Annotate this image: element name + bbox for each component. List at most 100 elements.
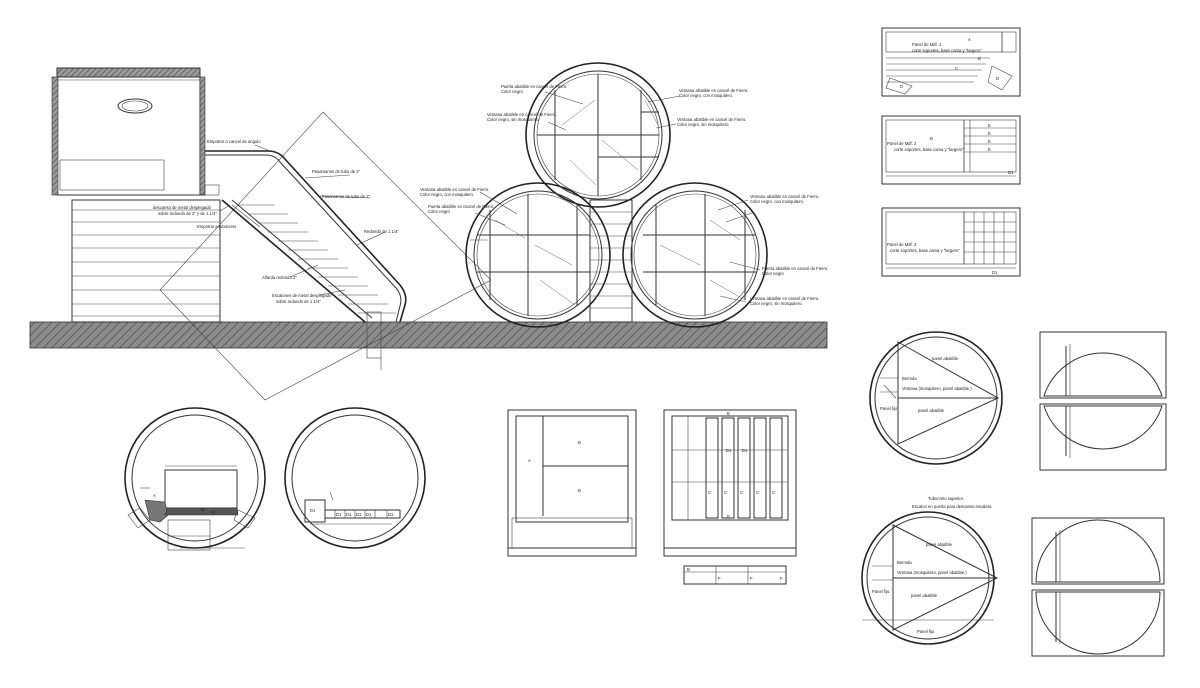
cutout-detail-top [1039, 331, 1167, 471]
label-ventana: Ventana (mosquitero, panel abatible.) [897, 570, 967, 575]
label-panel-fijo: Panel fijo. [880, 406, 898, 411]
label-left-win-1: Ventana abatible en cancel de Fierro. [420, 187, 489, 192]
label-pasamanos-1: Pasamanos de tubo de 2" [312, 169, 361, 174]
tag-d1: D1 [356, 512, 362, 517]
label-right-door-2: Color negro [762, 271, 785, 276]
furniture-elevation-b: B D1 D1 C C C C C B [663, 409, 797, 557]
section-circle-left: A B D [124, 407, 266, 551]
label-top-win-r-2: Color negro, con mosquitero. [679, 93, 733, 98]
circle-detail-bottom: Tubocreto superior. Escalon en puerta pa… [861, 496, 999, 645]
panel-3-title: Panel de Mdf. 3 [887, 242, 917, 247]
panel-2-subtitle: corte soportes, base cama y "largero" [894, 147, 964, 152]
label-right-win-1: Ventana abatible en cancel de Fierro. [750, 194, 819, 199]
tag-d: D [900, 84, 903, 89]
tag-a: A [153, 493, 156, 498]
tag-c: C [708, 490, 711, 495]
upper-tube-body [56, 76, 201, 196]
tag-b: B [578, 440, 581, 445]
tag-d1: D1 [742, 448, 748, 453]
tag-e: E [988, 147, 991, 152]
tag-c: C [724, 490, 727, 495]
label-top-win-l-1: Ventana abatible en cancel de Fierro. [487, 112, 556, 117]
tag-d1: D1 [726, 448, 732, 453]
tag-f: F [780, 576, 783, 581]
label-left-win-2: Color negro, con mosquitero. [420, 192, 474, 197]
panel-1-subtitle: corte soportes, base cama y "largero" [912, 48, 982, 53]
label-ventana: Ventana (mosquitero, panel abatible.) [902, 386, 972, 391]
tag-f: F [750, 576, 753, 581]
tag-d1: D1 [388, 512, 394, 517]
label-panel-fijo-2: Panel fijo. [917, 629, 935, 634]
tag-b: B [727, 411, 730, 416]
tag-c: C [756, 490, 759, 495]
tag-b: B [578, 488, 581, 493]
label-alfarda: Alfarda redondo 2" [262, 275, 297, 280]
tube-cluster [465, 62, 768, 328]
panel-3-subtitle: corte soportes, base cama y "largero" [890, 248, 960, 253]
label-left-door-1: Puerta abatible en cancel de Fierro. [428, 204, 494, 209]
label-top-win-r2-2: Color negro, sin mosquitero. [677, 122, 730, 127]
label-panel-abatible-bottom: panel abatible [918, 408, 945, 413]
label-redondo: Redondo de 1 1/4" [364, 229, 399, 234]
section-circle-right: D1 D1 D1 D1 D1 D1 [284, 407, 426, 549]
tag-c: C [740, 490, 743, 495]
tag-d1: D1 [310, 508, 316, 513]
mdf-panel-3: Panel de Mdf. 3 corte soportes, base cam… [881, 207, 1021, 277]
tag-a: A [968, 37, 971, 42]
tag-a: A [528, 458, 531, 463]
tag-b: B [978, 56, 981, 61]
tag-d1: D1 [366, 512, 372, 517]
label-right-win-2: Color negro, con mosquitero. [750, 199, 804, 204]
label-panel-abatible-top: panel abatible [926, 542, 953, 547]
label-pasamanos-2: Pasamanos de tubo de 2" [322, 194, 371, 199]
tag-d: D [212, 510, 215, 515]
label-right-win2-2: Color negro, sin mosquitero. [750, 301, 803, 306]
heading-tubocreto: Tubocreto superior. [928, 496, 964, 501]
panel-1-title: Panel de Mdf. 1 [912, 42, 942, 47]
label-bermda: Bermda [897, 560, 912, 565]
label-bermda: Bermda [902, 376, 917, 381]
label-escalones-1: Escalones de metal desplegado [272, 293, 332, 298]
label-panel-fijo: Panel fijo. [872, 589, 890, 594]
label-empotrar-angulo: Empotrar a cancel de angulo [207, 139, 261, 144]
label-empotrar-tubocreto: Empotrar a tubocreto [197, 224, 237, 229]
label-escalones-2: sobre redondo de 1 1/4" [276, 299, 321, 304]
label-left-door-2: Color negro [428, 209, 451, 214]
tag-d: D [996, 76, 999, 81]
label-top-win-l-2: Color negro, sin mosquitero. [487, 117, 540, 122]
skylight-oval [117, 98, 153, 114]
tag-f: F [718, 576, 721, 581]
tag-d1: D1 [992, 270, 998, 275]
stair-construction-square [159, 111, 492, 401]
tag-e: E [988, 123, 991, 128]
lower-tube-block [71, 199, 221, 323]
cutout-detail-bottom [1031, 517, 1165, 657]
tag-e: E [988, 139, 991, 144]
tag-d1: D1 [346, 512, 352, 517]
label-top-door-1: Puerta abatible en cancel de Fierro. [501, 84, 567, 89]
mdf-panel-1: Panel de Mdf. 1 corte soportes, base cam… [881, 27, 1021, 97]
tag-e: E [988, 131, 991, 136]
tag-c: C [955, 66, 958, 71]
furniture-strip: B F F F [683, 565, 787, 585]
label-panel-abatible-bottom: panel abatible [911, 593, 938, 598]
stair: Empotrar a cancel de angulo Pasamanos de… [153, 62, 828, 370]
mdf-panel-2: Panel de Mdf. 2 corte soportes, base cam… [881, 115, 1021, 185]
label-right-door-1: Puerta abatible en cancel de Fierro. [762, 266, 828, 271]
tag-b: B [727, 514, 730, 519]
furniture-elevation-a: A B B [507, 409, 637, 557]
label-top-win-r-1: Ventana abatible en cancel de Fierro. [679, 88, 748, 93]
subheading-escalon: Escalon en puerta para descanso escalera… [912, 504, 993, 509]
panel-2-title: Panel de Mdf. 2 [887, 141, 917, 146]
tag-b: B [930, 136, 933, 141]
tag-b: B [687, 567, 690, 572]
label-top-door-2: Color negro [501, 89, 524, 94]
tag-c: C [772, 490, 775, 495]
label-descanso-1: descanso de metal desplegado [153, 205, 212, 210]
tag-b: B [201, 507, 204, 512]
tag-d1: D1 [1008, 170, 1014, 175]
label-right-win2-1: Ventana abatible en cancel de Fierro. [750, 296, 819, 301]
upper-tube-roof [56, 67, 201, 78]
label-top-win-r2-1: Ventana abatible en cancel de Fierro. [677, 117, 746, 122]
